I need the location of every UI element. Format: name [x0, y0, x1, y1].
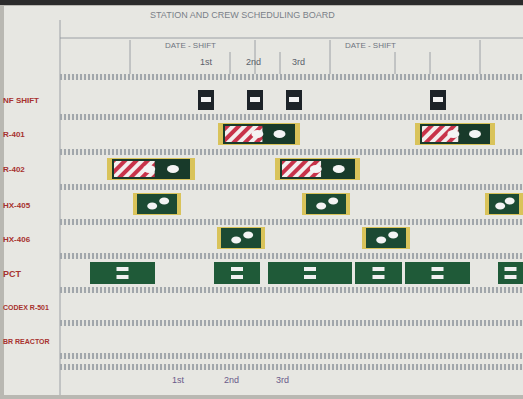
board-label: 1st	[172, 376, 184, 385]
schedule-magnet	[214, 262, 260, 284]
schedule-magnet	[405, 262, 470, 284]
grid-line	[330, 40, 331, 75]
schedule-magnet	[198, 90, 214, 110]
tick-rule	[60, 364, 523, 370]
schedule-magnet	[286, 90, 302, 110]
tick-rule	[60, 184, 523, 190]
grid-line	[395, 52, 396, 75]
board-label: 3rd	[276, 376, 289, 385]
schedule-magnet	[268, 262, 352, 284]
schedule-magnet	[133, 193, 181, 215]
schedule-magnet	[355, 262, 402, 284]
board-label: NF SHIFT	[3, 97, 39, 105]
board-label: BR REACTOR	[3, 338, 50, 345]
schedule-magnet	[415, 123, 495, 145]
board-label: DATE - SHIFT	[165, 42, 216, 50]
grid-line	[280, 52, 281, 75]
tick-rule	[60, 149, 523, 155]
schedule-magnet	[247, 90, 263, 110]
board-label: HX-406	[3, 236, 30, 244]
board-label: 2nd	[224, 376, 239, 385]
tick-rule	[60, 287, 523, 293]
grid-line	[130, 40, 131, 75]
schedule-magnet	[90, 262, 155, 284]
schedule-magnet	[302, 193, 350, 215]
board-label: CODEX R-501	[3, 304, 49, 311]
grid-line	[60, 38, 523, 39]
grid-line	[430, 52, 431, 75]
tick-rule	[60, 253, 523, 259]
frame	[0, 0, 523, 5]
schedule-magnet	[362, 227, 410, 249]
tick-rule	[60, 219, 523, 225]
board-label: 1st	[200, 58, 212, 67]
board-label: 2nd	[246, 58, 261, 67]
board-label: DATE - SHIFT	[345, 42, 396, 50]
schedule-magnet	[107, 158, 195, 180]
schedule-magnet	[217, 227, 265, 249]
schedule-magnet	[218, 123, 300, 145]
grid-line	[480, 40, 481, 75]
schedule-magnet	[275, 158, 360, 180]
tick-rule	[60, 353, 523, 359]
schedule-magnet	[485, 193, 523, 215]
schedule-magnet	[430, 90, 446, 110]
board-label: R-401	[3, 131, 25, 139]
tick-rule	[60, 74, 523, 80]
whiteboard	[4, 6, 523, 395]
tick-rule	[60, 114, 523, 120]
board-label: 3rd	[292, 58, 305, 67]
grid-line	[230, 52, 231, 75]
board-label: HX-405	[3, 202, 30, 210]
board-title: STATION AND CREW SCHEDULING BOARD	[150, 11, 335, 20]
schedule-magnet	[498, 262, 523, 284]
board-label: PCT	[3, 270, 21, 279]
board-label: R-402	[3, 166, 25, 174]
tick-rule	[60, 320, 523, 326]
